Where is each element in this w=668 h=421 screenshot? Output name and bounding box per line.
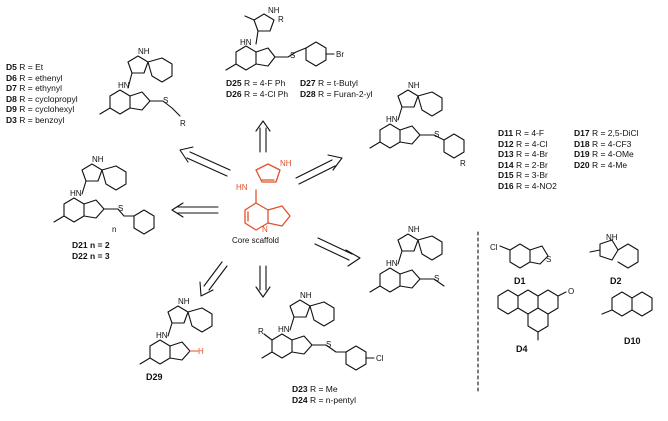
compound-d1-label: D1 — [514, 276, 526, 286]
arrow-up-left — [179, 146, 231, 177]
atom-br: Br — [336, 50, 344, 59]
molecule-d29 — [139, 305, 213, 365]
atom-nh: NH — [178, 297, 190, 306]
group-line: D12 R = 4-Cl — [498, 138, 548, 149]
atom-nh: NH — [300, 291, 312, 300]
atom-nh: NH — [606, 233, 618, 242]
group-line: D25 R = 4-F Ph — [226, 78, 286, 88]
atom-nh: NH — [92, 155, 104, 164]
molecule-top — [225, 13, 335, 71]
core-n: N — [262, 225, 268, 234]
group-line: D23 R = Me — [292, 384, 338, 394]
atom-hn: HN — [156, 331, 168, 340]
group-line: D18 R = 4-CF3 — [574, 138, 632, 149]
group-line: D22 n = 3 — [72, 250, 110, 261]
atom-s: S — [163, 96, 168, 105]
atom-hn: HN — [386, 259, 398, 268]
compound-d4-label: D4 — [516, 344, 528, 354]
group-line: D28 R = Furan-2-yl — [300, 88, 373, 99]
fragment-d2 — [589, 239, 639, 269]
group-top-left: D25 R = 4-F Ph D26 R = 4-Cl Ph — [226, 78, 288, 99]
atom-r: R — [278, 15, 284, 24]
group-line: D11 R = 4-F — [498, 128, 545, 138]
compound-d29-label: D29 — [146, 372, 163, 382]
group-line: D21 n = 2 — [72, 240, 110, 250]
molecule-right-mid — [369, 233, 445, 293]
group-line: D20 R = 4-Me — [574, 159, 628, 170]
molecule-left-mid — [53, 163, 155, 235]
group-line: D7 R = ethynyl — [6, 83, 63, 93]
compound-d2-label: D2 — [610, 276, 622, 286]
group-line: D16 R = 4-NO2 — [498, 180, 557, 191]
atom-r: R — [258, 327, 264, 336]
arrow-down-left — [199, 261, 228, 297]
atom-r: R — [460, 159, 466, 168]
group-line: D9 R = cyclohexyl — [6, 104, 75, 114]
atom-nh: NH — [408, 225, 420, 234]
arrow-left — [171, 202, 219, 218]
core-scaffold — [244, 163, 291, 231]
atom-nh: NH — [138, 47, 150, 56]
group-line: D17 R = 2,5-DiCl — [574, 128, 639, 138]
group-line: D15 R = 3-Br — [498, 170, 548, 180]
group-right-b: D17 R = 2,5-DiCl D18 R = 4-CF3 D19 R = 4… — [574, 128, 639, 170]
molecule-left-top — [99, 55, 181, 117]
group-line: D6 R = ethenyl — [6, 72, 63, 83]
atom-hn: HN — [386, 115, 398, 124]
group-line: D8 R = cyclopropyl — [6, 93, 78, 104]
arrow-up-right — [295, 154, 343, 185]
fragment-d4 — [497, 289, 567, 341]
atom-cl: Cl — [376, 354, 384, 363]
atom-r: R — [180, 119, 186, 128]
core-hn: HN — [236, 183, 248, 192]
atom-nh: NH — [408, 81, 420, 90]
atom-n-sub: n — [112, 225, 116, 234]
atom-cl: Cl — [490, 243, 498, 252]
group-line: D27 R = t-Butyl — [300, 78, 358, 88]
atom-hn: HN — [240, 38, 252, 47]
arrow-down — [255, 265, 271, 298]
group-bottom-mid: D23 R = Me D24 R = n-pentyl — [292, 384, 356, 405]
compound-d10-label: D10 — [624, 336, 641, 346]
atom-labels: NH R HN S Br NH HN S R NH HN S R NH HN S… — [70, 6, 618, 363]
atom-s: S — [326, 340, 331, 349]
fragment-d10 — [601, 291, 653, 317]
atom-h: H — [198, 347, 204, 356]
core-nh: NH — [280, 159, 292, 168]
group-left-mid: D21 n = 2 D22 n = 3 — [72, 240, 110, 261]
atom-o: O — [568, 287, 574, 296]
atom-hn: HN — [70, 189, 82, 198]
atom-s: S — [118, 204, 123, 213]
atom-hn: HN — [118, 81, 130, 90]
atom-s: S — [290, 51, 295, 60]
group-right-a: D11 R = 4-F D12 R = 4-Cl D13 R = 4-Br D1… — [498, 128, 557, 191]
group-line: D26 R = 4-Cl Ph — [226, 88, 289, 99]
arrow-right — [314, 237, 361, 267]
arrow-up — [255, 120, 271, 153]
fragment-d1 — [499, 243, 549, 269]
atom-nh: NH — [268, 6, 280, 15]
atom-s: S — [434, 130, 439, 139]
group-top-right: D27 R = t-Butyl D28 R = Furan-2-yl — [300, 78, 373, 99]
group-line: D14 R = 2-Br — [498, 159, 548, 170]
group-line: D24 R = n-pentyl — [292, 394, 357, 405]
atom-hn: HN — [278, 325, 290, 334]
molecule-bottom-mid — [261, 299, 375, 371]
core-scaffold-label: Core scaffold — [232, 236, 279, 245]
group-left-top: D5 R = Et D6 R = ethenyl D7 R = ethynyl … — [6, 62, 78, 125]
molecule-right-top — [369, 89, 465, 159]
group-line: D19 R = 4-OMe — [574, 149, 634, 159]
group-line: D5 R = Et — [6, 62, 44, 72]
atom-s: S — [546, 255, 551, 264]
atom-s: S — [434, 274, 439, 283]
arrows — [171, 120, 361, 298]
group-line: D3 R = benzoyl — [6, 114, 65, 125]
group-line: D13 R = 4-Br — [498, 149, 548, 159]
